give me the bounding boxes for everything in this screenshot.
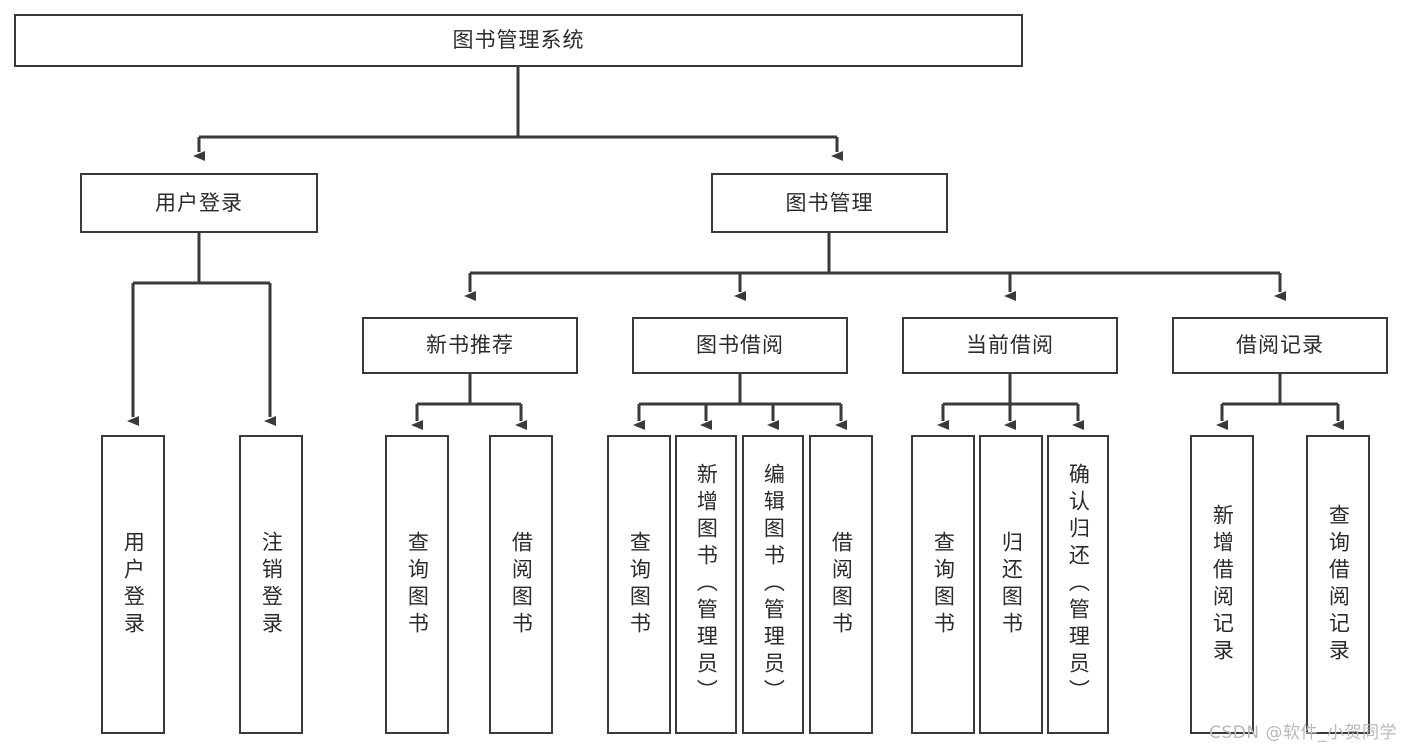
node-new-book-recommend-label: 新书推荐	[426, 333, 514, 358]
node-leaf-borrow-book-2-label: 借阅图书	[829, 530, 854, 639]
node-leaf-query-record-label: 查询借阅记录	[1326, 503, 1351, 666]
node-borrow-record[interactable]: 借阅记录	[1172, 317, 1388, 374]
node-leaf-borrow-book-2[interactable]: 借阅图书	[809, 435, 873, 734]
node-current-borrow[interactable]: 当前借阅	[902, 317, 1118, 374]
node-leaf-logout-login[interactable]: 注销登录	[239, 435, 303, 734]
node-leaf-query-book-3-label: 查询图书	[931, 530, 956, 639]
node-leaf-user-login-label: 用户登录	[121, 530, 146, 639]
node-borrow-record-label: 借阅记录	[1236, 333, 1324, 358]
node-leaf-query-book-2[interactable]: 查询图书	[607, 435, 671, 734]
node-leaf-query-book-1-label: 查询图书	[405, 530, 430, 639]
node-leaf-query-book-1[interactable]: 查询图书	[385, 435, 449, 734]
node-book-borrow[interactable]: 图书借阅	[632, 317, 848, 374]
csdn-watermark: CSDN @软件_小贺同学	[1209, 723, 1397, 743]
node-leaf-edit-book[interactable]: 编辑图书（管理员）	[742, 435, 804, 734]
node-leaf-add-book[interactable]: 新增图书（管理员）	[675, 435, 737, 734]
node-leaf-add-record[interactable]: 新增借阅记录	[1190, 435, 1254, 734]
node-leaf-return-book-label: 归还图书	[999, 530, 1024, 639]
node-leaf-confirm-return-label: 确认归还（管理员）	[1066, 463, 1091, 706]
node-root-label: 图书管理系统	[452, 28, 585, 53]
node-book-manage[interactable]: 图书管理	[711, 173, 948, 233]
node-leaf-confirm-return[interactable]: 确认归还（管理员）	[1047, 435, 1109, 734]
node-user-login[interactable]: 用户登录	[80, 173, 318, 233]
node-book-borrow-label: 图书借阅	[696, 333, 784, 358]
node-leaf-logout-login-label: 注销登录	[259, 530, 284, 639]
node-leaf-user-login[interactable]: 用户登录	[101, 435, 165, 734]
node-root[interactable]: 图书管理系统	[14, 14, 1023, 67]
node-leaf-add-record-label: 新增借阅记录	[1210, 503, 1235, 666]
node-new-book-recommend[interactable]: 新书推荐	[362, 317, 578, 374]
node-user-login-label: 用户登录	[155, 190, 243, 215]
node-leaf-query-book-3[interactable]: 查询图书	[911, 435, 975, 734]
node-current-borrow-label: 当前借阅	[966, 333, 1054, 358]
node-leaf-query-record[interactable]: 查询借阅记录	[1306, 435, 1370, 734]
node-leaf-borrow-book-1-label: 借阅图书	[509, 530, 534, 639]
node-book-manage-label: 图书管理	[785, 190, 874, 215]
node-leaf-edit-book-label: 编辑图书（管理员）	[761, 463, 786, 706]
node-leaf-return-book[interactable]: 归还图书	[979, 435, 1043, 734]
node-leaf-add-book-label: 新增图书（管理员）	[694, 463, 719, 706]
node-leaf-query-book-2-label: 查询图书	[627, 530, 652, 639]
node-leaf-borrow-book-1[interactable]: 借阅图书	[489, 435, 553, 734]
